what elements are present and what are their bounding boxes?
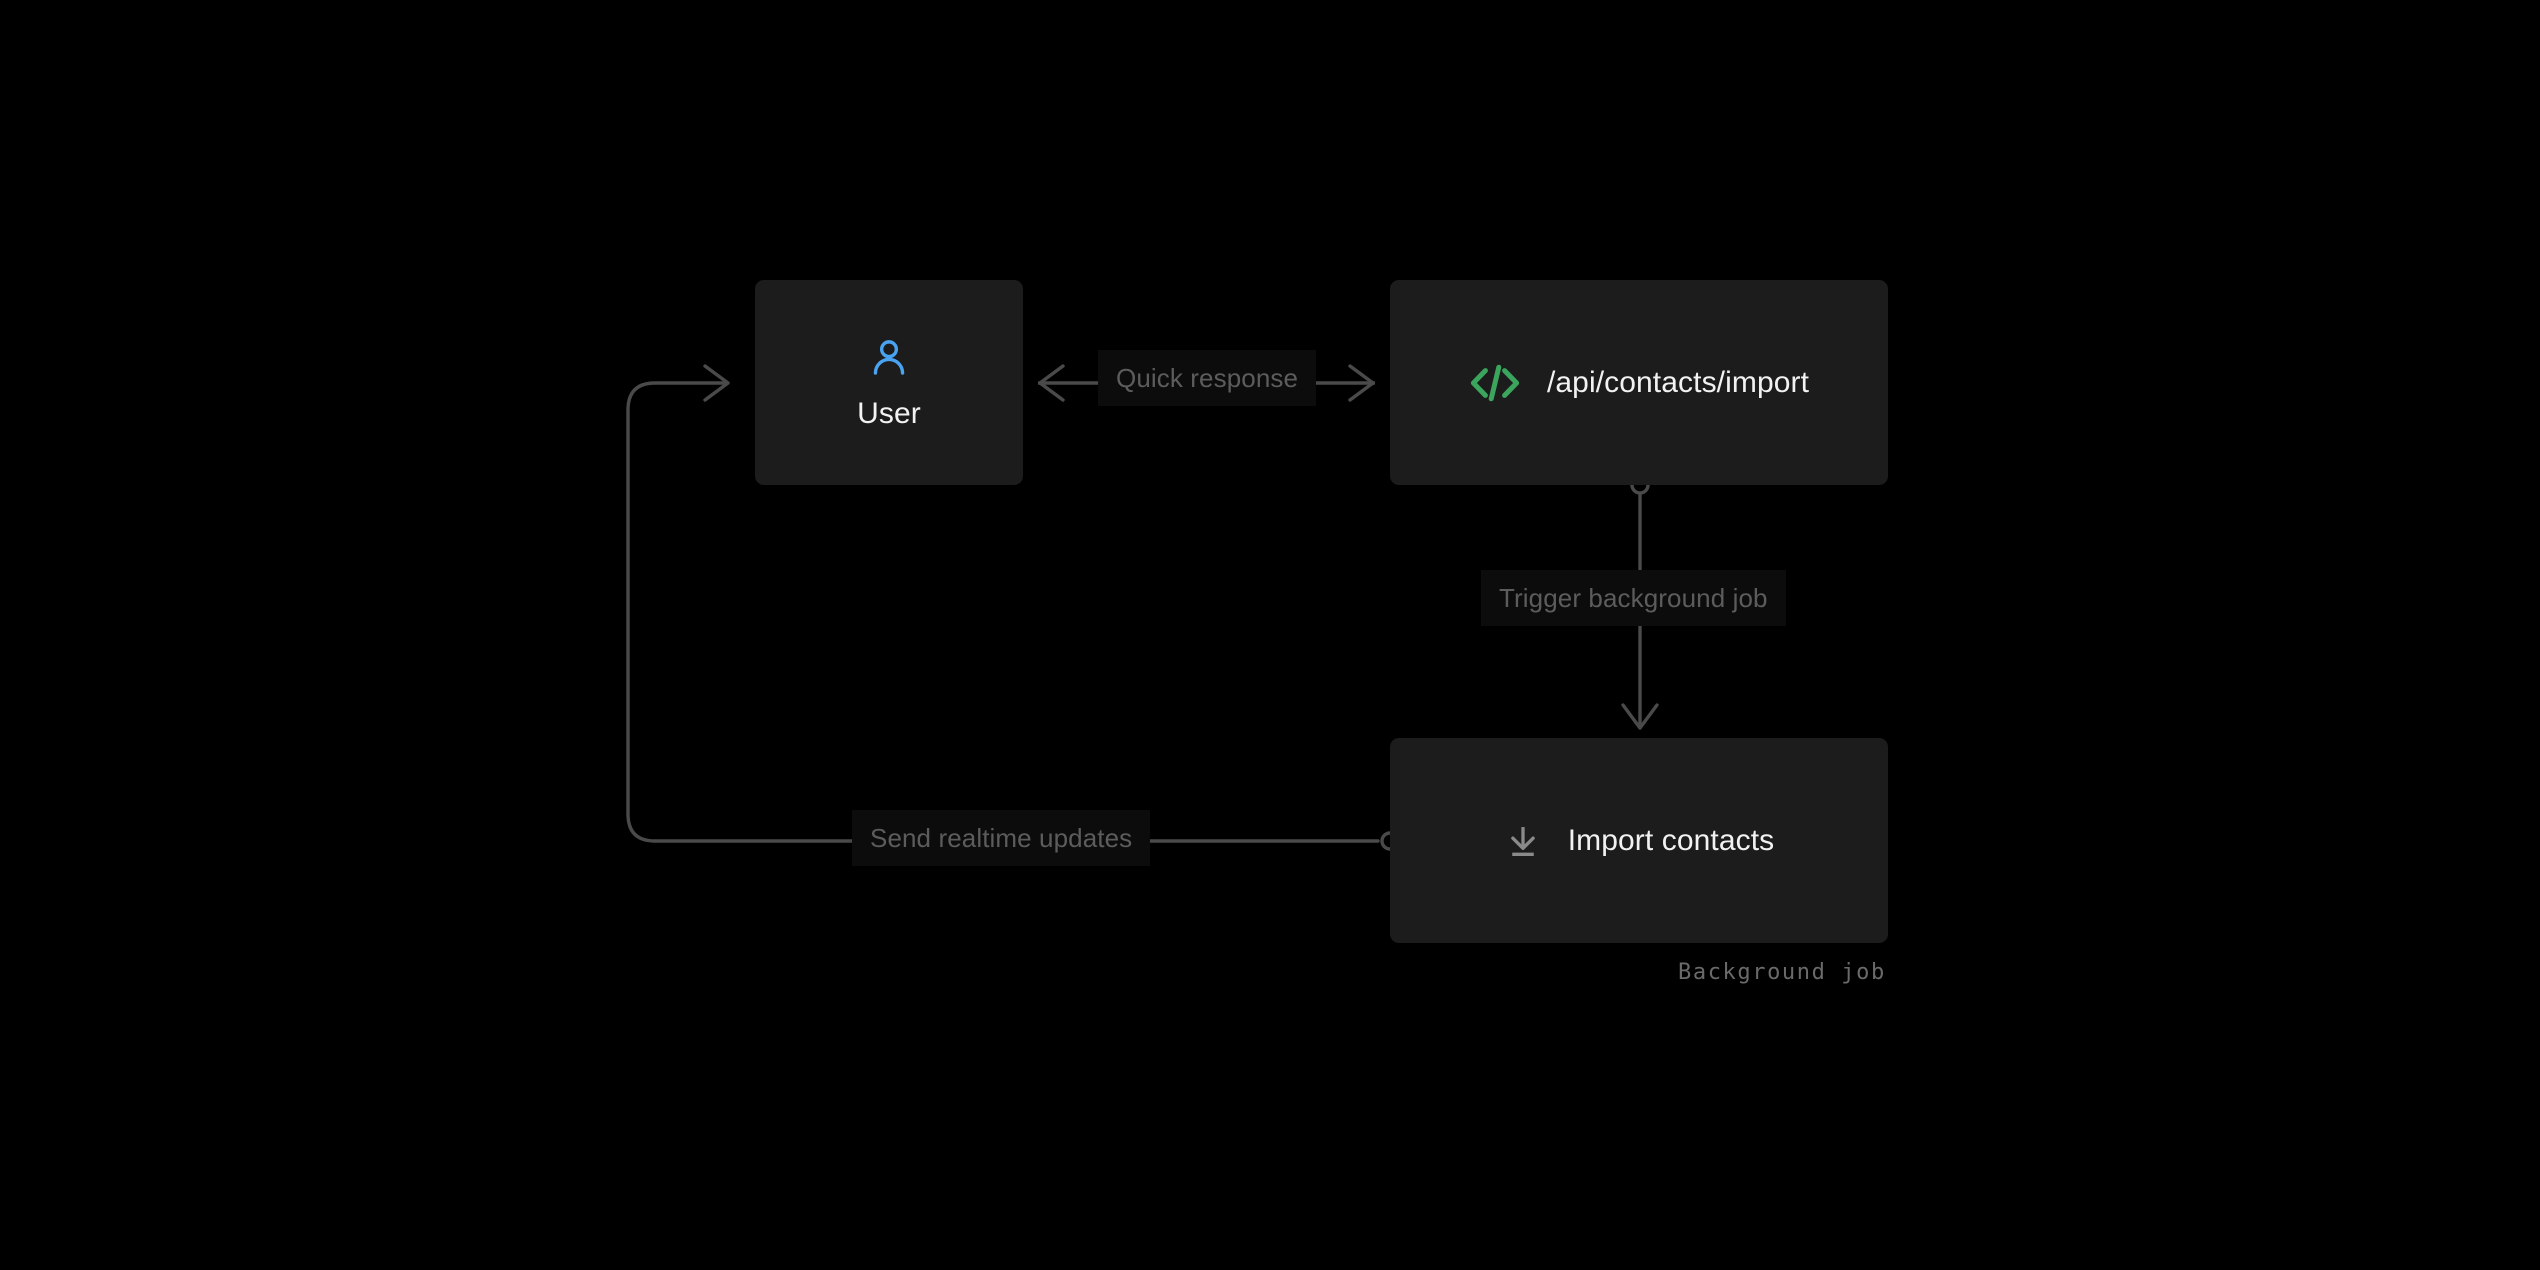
node-api-content: /api/contacts/import xyxy=(1469,362,1809,404)
arrowhead-spacer xyxy=(0,0,1,3)
node-import-label: Import contacts xyxy=(1567,824,1775,857)
code-icon xyxy=(1470,364,1520,401)
arrowhead-down-to-import xyxy=(1621,703,1659,730)
arrowhead-left-to-user xyxy=(1038,364,1065,402)
edge-label-quick-response: Quick response xyxy=(1098,350,1317,406)
arrowhead-right-to-user xyxy=(703,364,730,402)
node-import-contacts[interactable]: Import contacts xyxy=(1390,738,1888,943)
edge-label-send-realtime-updates: Send realtime updates xyxy=(852,810,1151,866)
node-import-content: Import contacts xyxy=(1504,822,1775,860)
edge-send-updates-path xyxy=(626,381,1380,843)
edge-send-updates[interactable] xyxy=(0,0,1400,851)
edge-label-trigger-background-job: Trigger background job xyxy=(1481,570,1786,626)
node-user[interactable]: User xyxy=(755,280,1023,485)
download-icon xyxy=(1510,826,1535,856)
node-user-label: User xyxy=(857,396,921,430)
node-user-content: User xyxy=(857,336,921,430)
node-api-endpoint[interactable]: /api/contacts/import xyxy=(1390,280,1888,485)
caption-background-job: Background job xyxy=(1678,960,1886,985)
node-api-label: /api/contacts/import xyxy=(1546,366,1810,399)
arrowhead-right-to-api xyxy=(1348,364,1375,402)
user-icon xyxy=(873,339,905,375)
